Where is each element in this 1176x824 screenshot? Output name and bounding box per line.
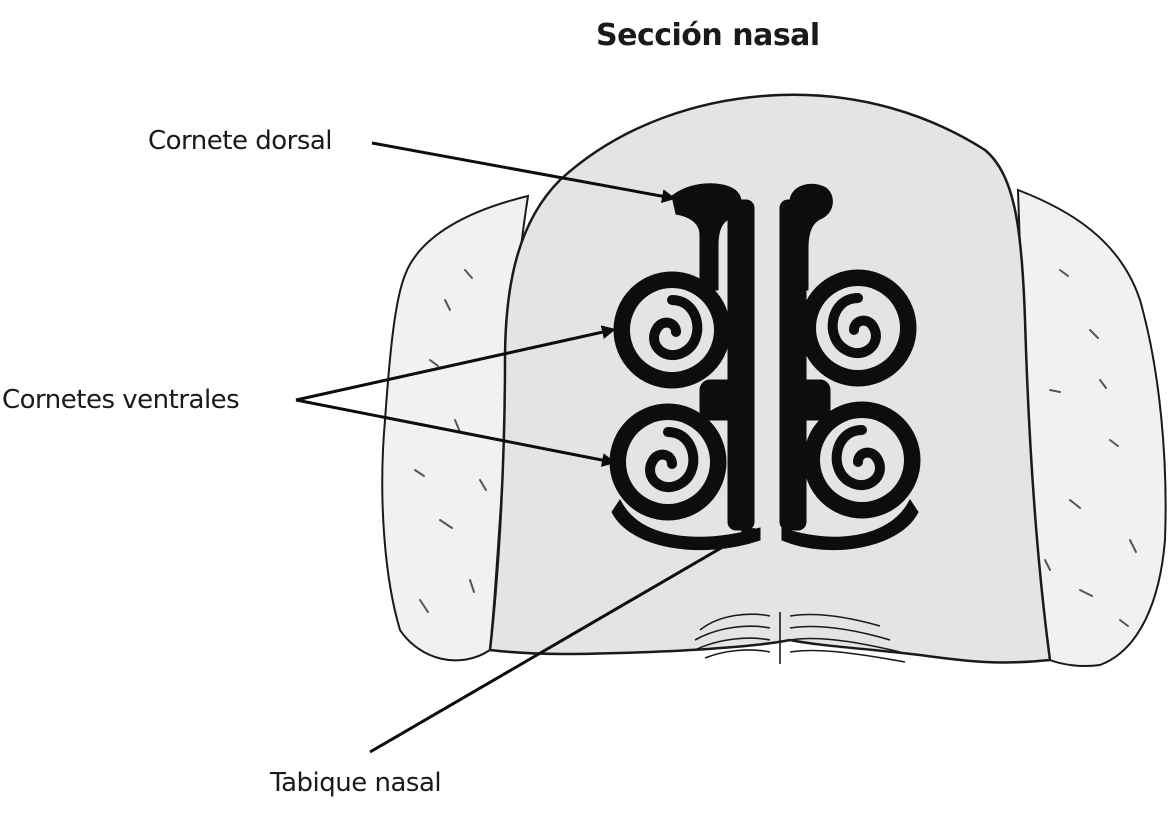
label-dorsal-turbinate: Cornete dorsal: [148, 126, 332, 156]
label-ventral-turbinates: Cornetes ventrales: [2, 385, 239, 415]
label-nasal-septum: Tabique nasal: [270, 768, 441, 798]
diagram-title: Sección nasal: [596, 18, 820, 53]
